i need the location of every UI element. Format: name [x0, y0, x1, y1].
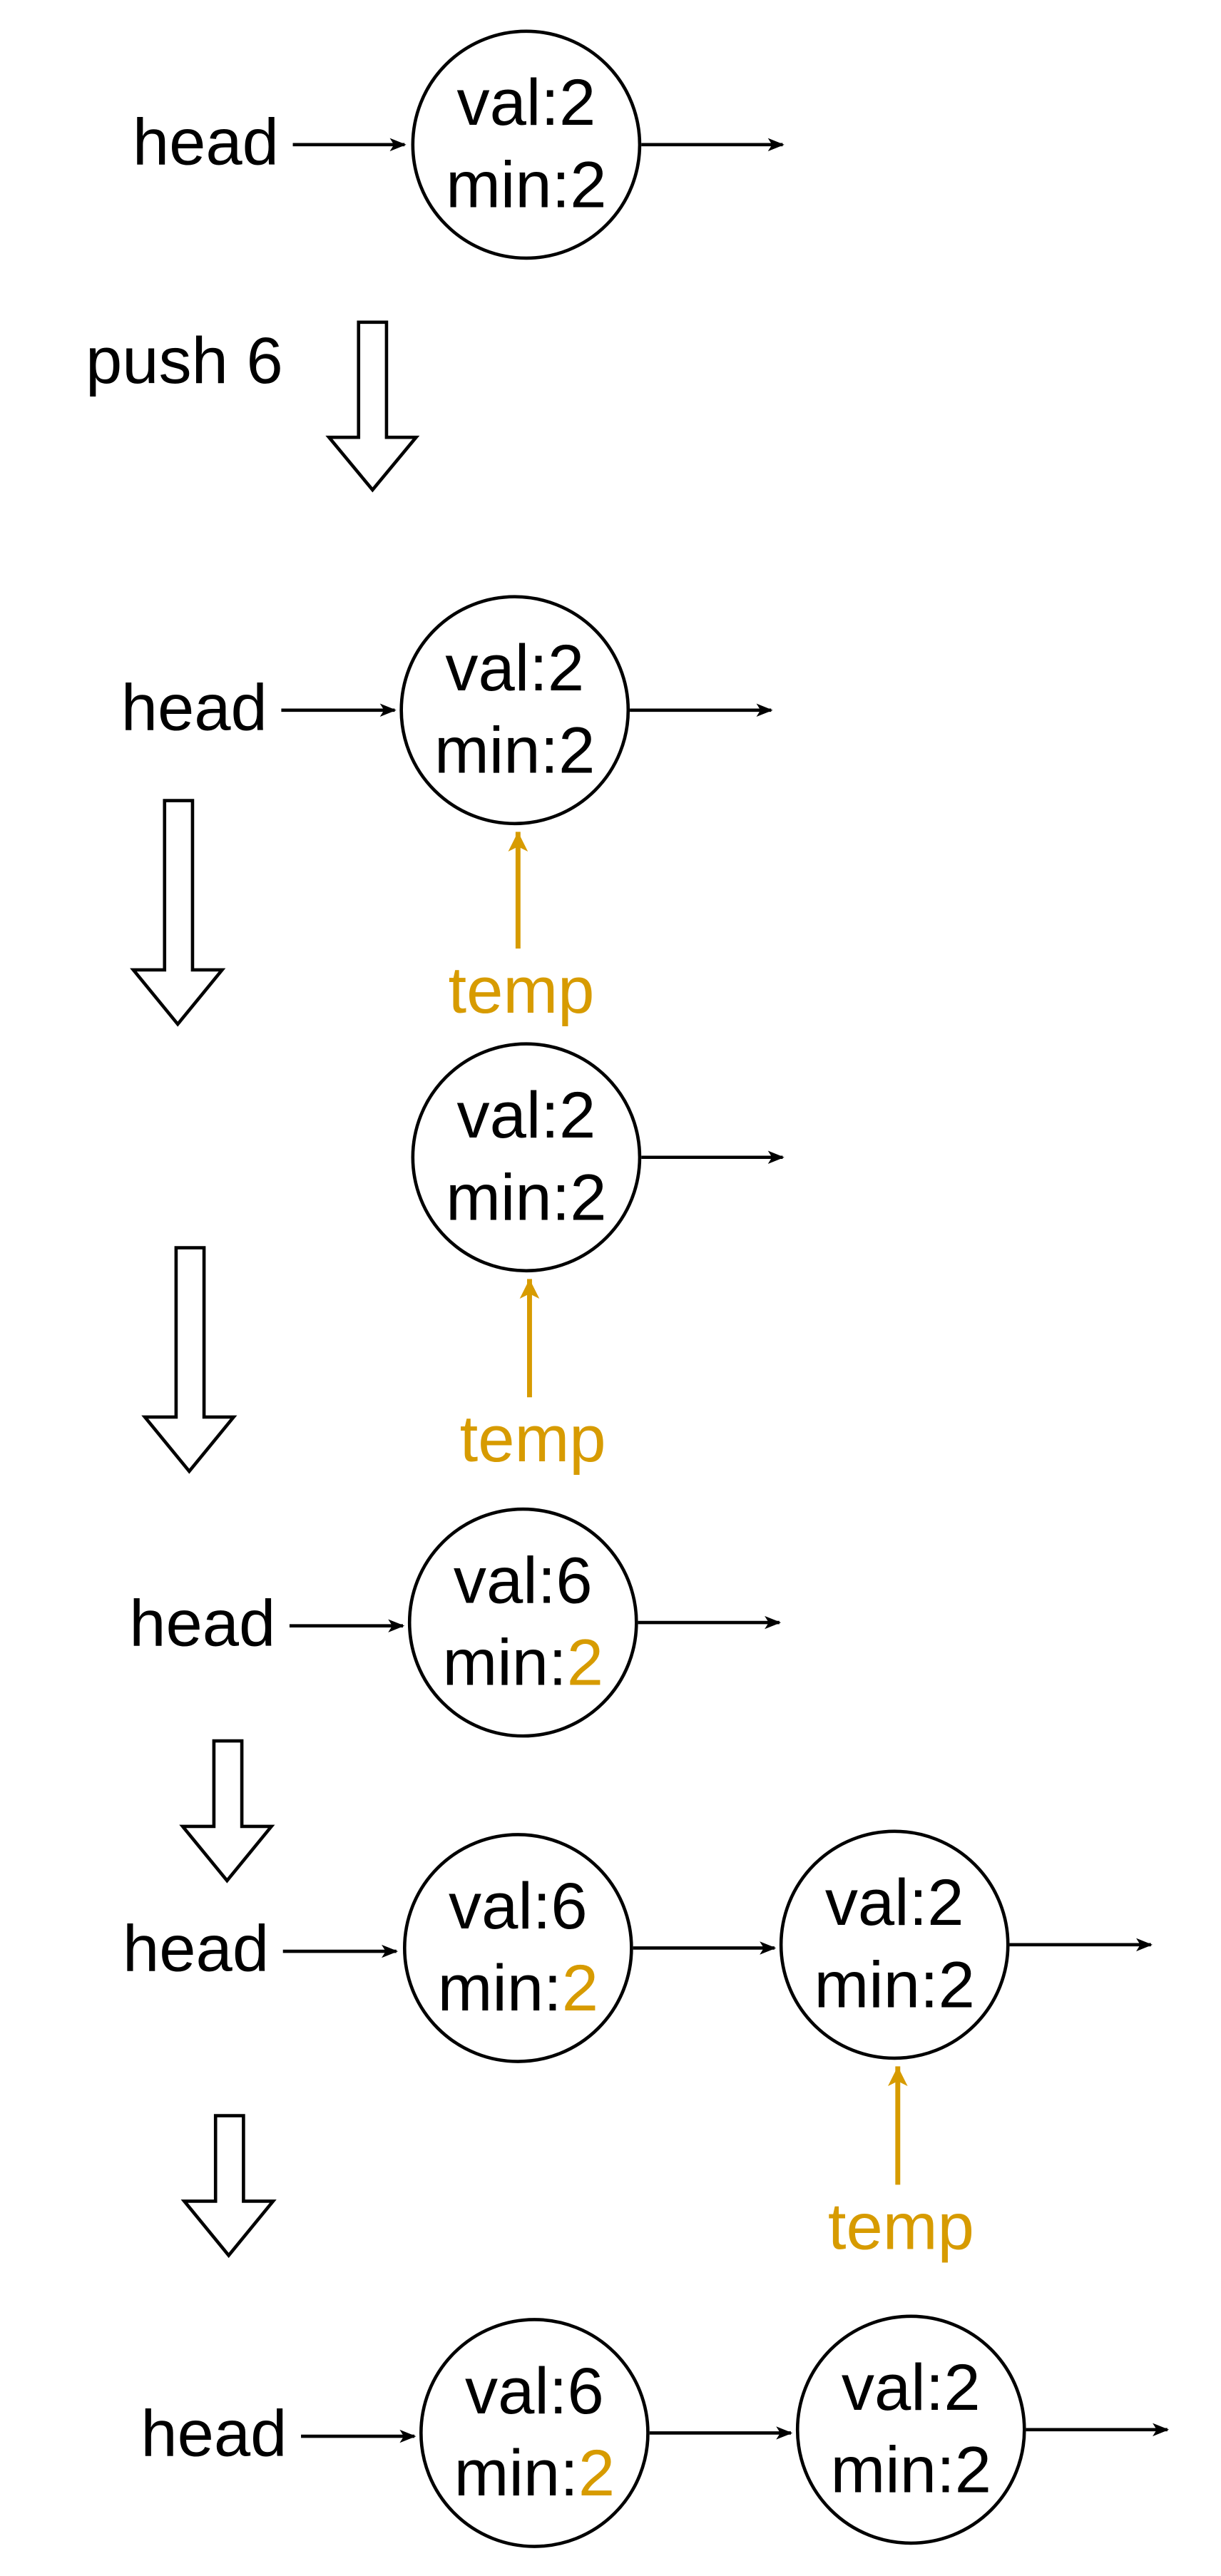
- head-label: head: [141, 2397, 287, 2470]
- push-operation-label: push 6: [86, 324, 283, 397]
- node-min: min:2: [434, 713, 595, 787]
- stage-4: head val:6 min:2: [129, 1507, 782, 1738]
- head-label: head: [129, 1586, 275, 1660]
- node-val: val:2: [842, 2351, 981, 2424]
- stack-node: [407, 1507, 638, 1738]
- transition-down-arrow: [179, 1739, 275, 1884]
- node-val: val:2: [456, 1078, 596, 1152]
- stage-2: head val:2 min:2 temp: [121, 595, 773, 1027]
- stack-node: [402, 1833, 633, 2063]
- node-min: min:2: [831, 2433, 991, 2506]
- transition-down-arrow: [325, 320, 420, 493]
- stage-5: head val:6 min:2 val:2 min:2 temp: [123, 1829, 1153, 2263]
- temp-label: temp: [460, 1402, 606, 1476]
- stack-node: [779, 1829, 1010, 2060]
- node-min: min:2: [446, 148, 606, 221]
- stack-node: [411, 29, 642, 260]
- transition-down-arrow: [130, 799, 226, 1027]
- stage-1: head val:2 min:2: [133, 29, 785, 260]
- push-transition: push 6: [86, 320, 420, 493]
- node-min: min:2: [438, 1951, 598, 2025]
- node-min: min:2: [443, 1626, 603, 1700]
- temp-label: temp: [448, 954, 594, 1027]
- transition-down-arrow: [141, 1246, 237, 1474]
- node-min: min:2: [446, 1160, 606, 1234]
- head-label: head: [121, 670, 267, 744]
- stack-node: [399, 595, 630, 826]
- node-val: val:2: [456, 66, 596, 139]
- stack-node: [419, 2318, 650, 2548]
- stack-node: [411, 1042, 642, 1273]
- head-label: head: [123, 1912, 269, 1985]
- node-val: val:6: [449, 1869, 588, 1943]
- node-min: min:2: [814, 1948, 974, 2021]
- node-val: val:2: [445, 631, 584, 705]
- head-label: head: [133, 106, 279, 179]
- node-val: val:2: [825, 1866, 964, 1939]
- stage-3: val:2 min:2 temp: [411, 1042, 785, 1476]
- node-val: val:6: [465, 2354, 604, 2428]
- temp-label: temp: [828, 2189, 974, 2263]
- stack-node: [795, 2314, 1026, 2545]
- stage-6: head val:6 min:2 val:2 min:2: [141, 2314, 1170, 2548]
- node-min: min:2: [454, 2436, 615, 2510]
- transition-down-arrow: [180, 2114, 277, 2259]
- node-val: val:6: [454, 1543, 593, 1617]
